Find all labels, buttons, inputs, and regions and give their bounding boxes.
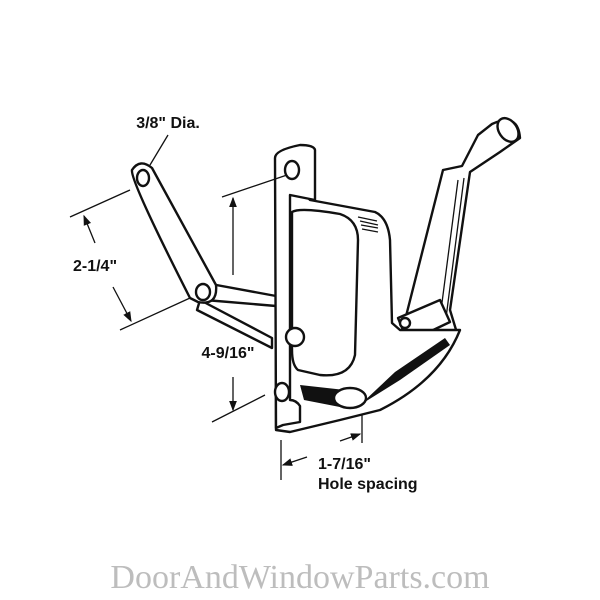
dimension-hole-diameter: 3/8" Dia. (136, 115, 200, 166)
dimension-mount-height: 4-9/16" (202, 174, 288, 423)
watermark: DoorAndWindowParts.com (110, 559, 489, 596)
top-mounting-hole (283, 159, 301, 181)
arm-end-hole (135, 168, 151, 188)
mount-height-label: 4-9/16" (202, 345, 255, 362)
arm-length-label: 2-1/4" (73, 258, 117, 275)
gear-housing (273, 143, 462, 434)
bottom-mounting-hole (273, 381, 291, 403)
hole-spacing-value: 1-7/16" (318, 456, 371, 473)
hole-diameter-label: 3/8" Dia. (136, 115, 200, 132)
arm-pivot-hole (194, 282, 212, 302)
hole-spacing-label: Hole spacing (318, 476, 418, 493)
crank-handle (396, 116, 522, 344)
dimension-hole-spacing: 1-7/16" Hole spacing (280, 415, 418, 493)
operator-arm (130, 162, 218, 304)
dimension-arm-length: 2-1/4" (69, 189, 191, 331)
